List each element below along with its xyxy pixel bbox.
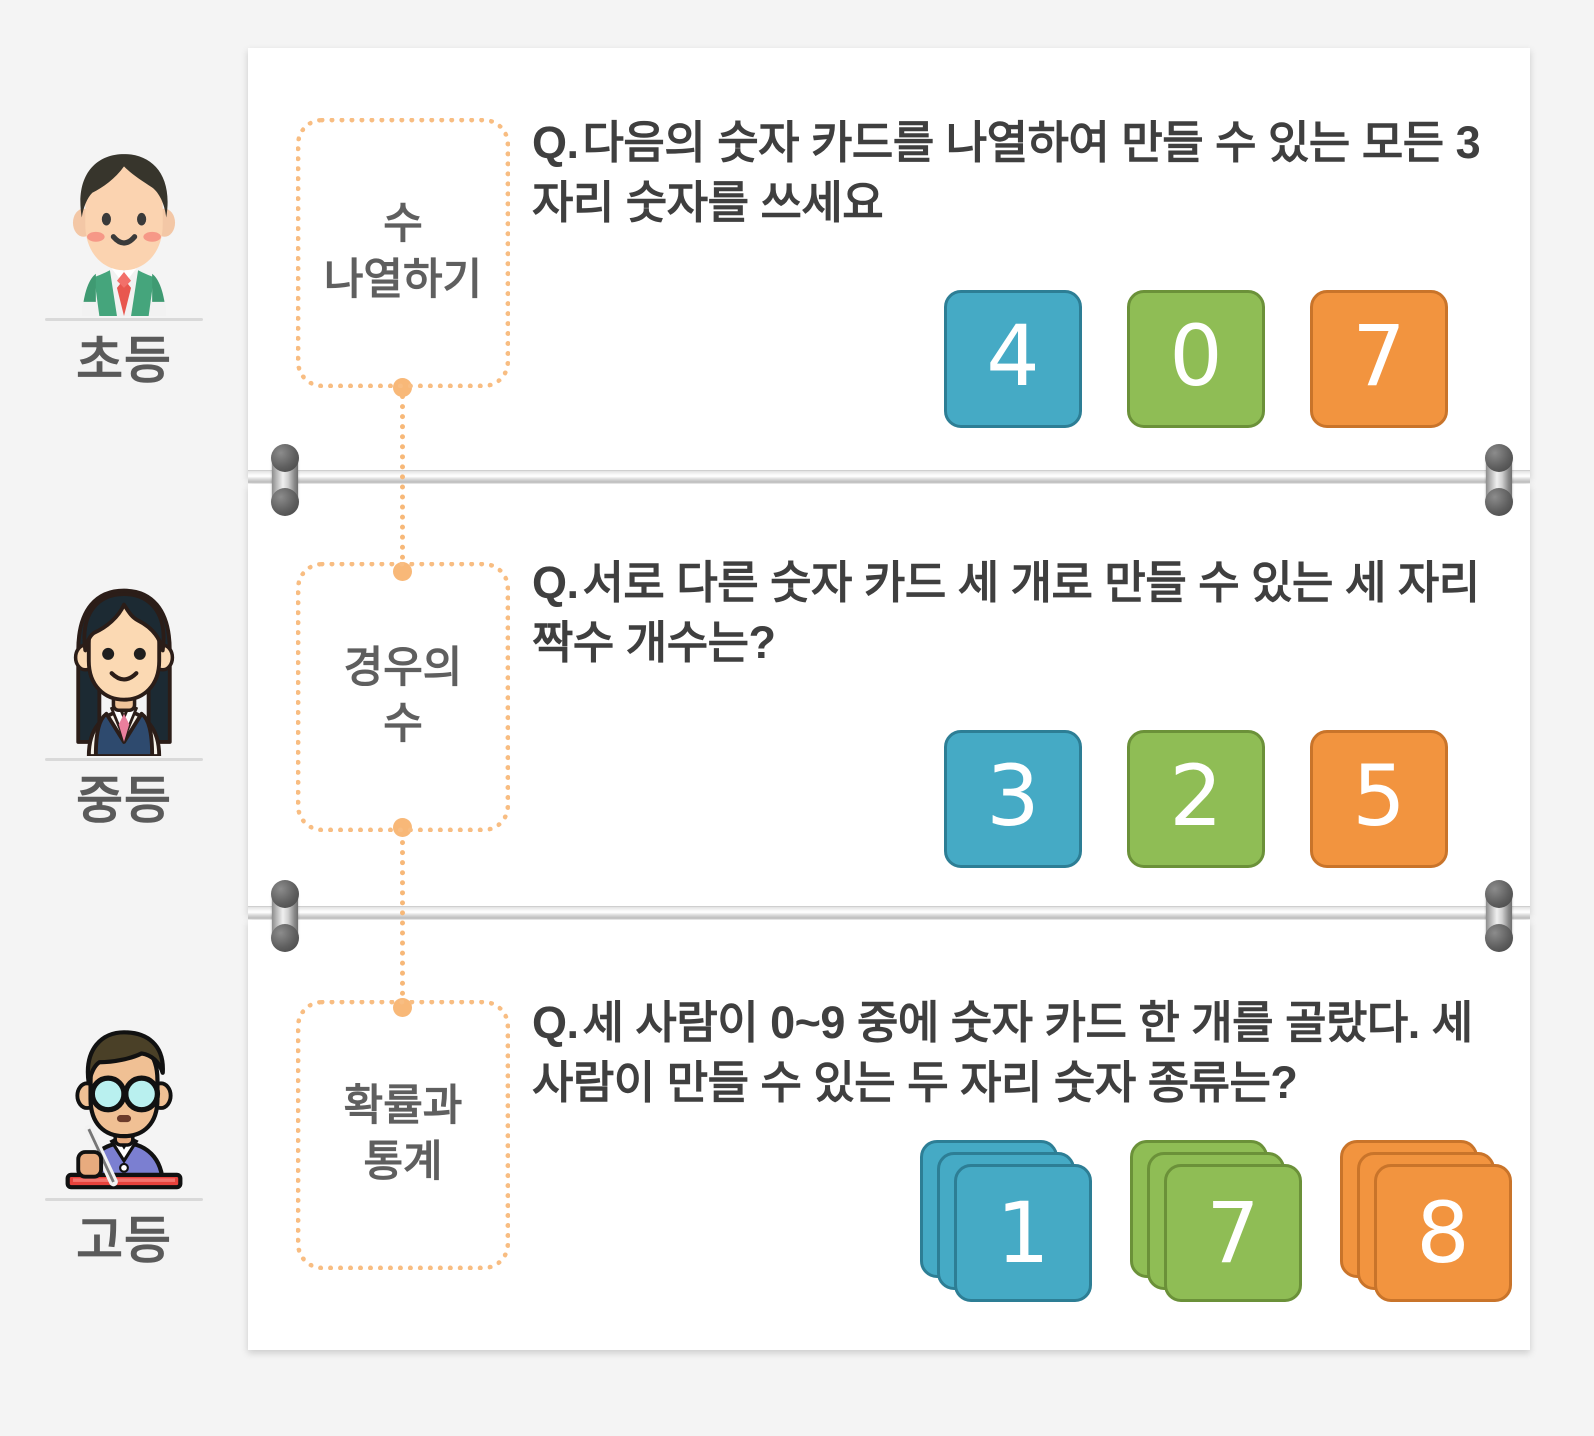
connector-line [400,820,405,1006]
high-school-boy-avatar [36,1020,212,1196]
number-card-value: 7 [1206,1184,1260,1282]
number-card-value: 7 [1352,307,1406,405]
level-label-elementary: 초등 [76,332,172,389]
number-card[interactable]: 7 [1310,290,1448,428]
question-body: 세 사람이 0~9 중에 숫자 카드 한 개를 골랐다. 세 사람이 만들 수 … [532,997,1473,1108]
question-panel-high [248,920,1530,1350]
level-block-high: 고등 [26,1020,222,1266]
question-text-high: Q.세 사람이 0~9 중에 숫자 카드 한 개를 골랐다. 세 사람이 만들 … [532,993,1482,1113]
number-card-row-middle: 3 2 5 [944,730,1448,868]
middle-school-girl-avatar [36,580,212,756]
question-body: 서로 다른 숫자 카드 세 개로 만들 수 있는 세 자리 짝수 개수는? [532,557,1480,668]
avatar-divider-rule [45,1198,203,1201]
category-label: 수 나열하기 [323,200,483,304]
number-card-value: 8 [1416,1184,1470,1282]
question-text-middle: Q.서로 다른 숫자 카드 세 개로 만들 수 있는 세 자리 짝수 개수는? [532,553,1482,673]
number-card-stack[interactable]: 7 [1130,1140,1302,1312]
card-stack-front-layer: 7 [1164,1164,1302,1302]
number-card-value: 5 [1352,747,1406,845]
number-card-stack[interactable]: 8 [1340,1140,1512,1312]
binder-ring-icon [271,444,299,516]
binder-ring-icon [1485,444,1513,516]
level-label-high: 고등 [76,1212,172,1269]
category-box-probability-statistics[interactable]: 확률과 통계 [296,1000,510,1270]
level-avatar-column: 초등 [0,0,248,1436]
question-marker: Q. [532,557,579,608]
number-card-row-elementary: 4 0 7 [944,290,1448,428]
card-stack-front-layer: 1 [954,1164,1092,1302]
binder-ring-icon [1485,880,1513,952]
category-label: 경우의 수 [343,644,463,748]
notebook-spine-divider [248,906,1530,919]
question-marker: Q. [532,997,579,1048]
number-card[interactable]: 3 [944,730,1082,868]
level-block-elementary: 초등 [26,140,222,386]
level-label-middle: 중등 [76,772,172,829]
number-card-stack[interactable]: 1 [920,1140,1092,1312]
number-card[interactable]: 5 [1310,730,1448,868]
number-card-value: 0 [1169,307,1223,405]
card-stack-front-layer: 8 [1374,1164,1512,1302]
level-block-middle: 중등 [26,580,222,826]
number-card-value: 2 [1169,747,1223,845]
category-label: 확률과 통계 [343,1082,463,1186]
elementary-boy-avatar [36,140,212,316]
question-marker: Q. [532,117,579,168]
number-card[interactable]: 4 [944,290,1082,428]
question-body: 다음의 숫자 카드를 나열하여 만들 수 있는 모든 3자리 숫자를 쓰세요 [532,117,1481,228]
number-card[interactable]: 0 [1127,290,1265,428]
avatar-divider-rule [45,318,203,321]
number-card-value: 1 [996,1184,1050,1282]
number-card-row-high: 1 7 8 [920,1140,1512,1312]
avatar-divider-rule [45,758,203,761]
connector-line [400,384,405,570]
binder-ring-icon [271,880,299,952]
number-card-value: 4 [986,307,1040,405]
number-card[interactable]: 2 [1127,730,1265,868]
notebook-spine-divider [248,470,1530,483]
category-box-number-arrangement[interactable]: 수 나열하기 [296,118,510,388]
category-box-counting[interactable]: 경우의 수 [296,562,510,832]
number-card-value: 3 [986,747,1040,845]
question-text-elementary: Q.다음의 숫자 카드를 나열하여 만들 수 있는 모든 3자리 숫자를 쓰세요 [532,113,1482,233]
